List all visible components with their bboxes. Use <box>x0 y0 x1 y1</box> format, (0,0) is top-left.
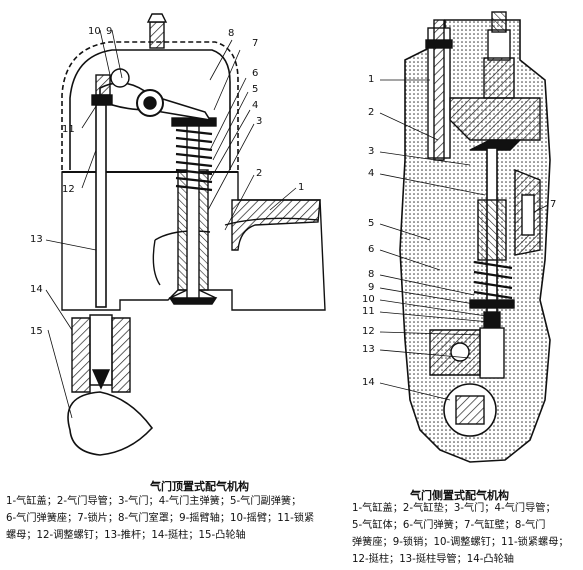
left-label-4: 4 <box>252 100 258 111</box>
right-label-7: 7 <box>550 199 556 210</box>
valve-chamber-cover <box>61 41 239 170</box>
right-label-14: 14 <box>362 377 375 388</box>
right-legend-line: 1-气缸盖；2-气缸垫；3-气门；4-气门导管； <box>352 503 556 514</box>
left-label-9: 9 <box>106 26 112 37</box>
left-label-15: 15 <box>30 326 43 337</box>
push-rod <box>95 104 107 308</box>
right-part-labels: 1 2 3 4 5 6 8 9 10 11 12 13 14 7 <box>362 74 556 388</box>
side-tappet <box>479 327 505 379</box>
left-label-13: 13 <box>30 234 43 245</box>
right-label-6: 6 <box>368 244 374 255</box>
valve-springs <box>171 117 217 192</box>
right-legend-line: 5-气缸体；6-气门弹簧；7-气缸壁；8-气门 <box>352 520 546 531</box>
right-diagram <box>379 11 551 463</box>
left-label-2: 2 <box>256 168 262 179</box>
right-label-12: 12 <box>362 326 375 337</box>
left-diagram-title: 气门顶置式配气机构 <box>150 480 249 493</box>
left-label-3: 3 <box>256 116 262 127</box>
right-label-2: 2 <box>368 107 374 118</box>
left-diagram-legend: 1-气缸盖；2-气门导管；3-气门；4-气门主弹簧；5-气门副弹簧； 6-气门弹… <box>6 493 331 544</box>
right-legend-line: 弹簧座；9-锁销；10-调整螺钉；11-锁紧螺母； <box>352 537 569 548</box>
left-diagram <box>45 13 326 456</box>
right-label-9: 9 <box>368 282 374 293</box>
right-label-11: 11 <box>362 306 375 317</box>
right-label-13: 13 <box>362 344 375 355</box>
left-legend-line: 1-气缸盖；2-气门导管；3-气门；4-气门主弹簧；5-气门副弹簧； <box>6 496 302 507</box>
left-part-labels: 10 9 11 12 13 14 15 8 7 6 5 4 3 2 1 <box>30 26 304 337</box>
left-label-8: 8 <box>228 28 234 39</box>
right-label-3: 3 <box>368 146 374 157</box>
right-diagram-legend: 1-气缸盖；2-气缸垫；3-气门；4-气门导管； 5-气缸体；6-气门弹簧；7-… <box>352 500 582 568</box>
left-label-5: 5 <box>252 84 258 95</box>
left-label-10: 10 <box>88 26 101 37</box>
left-label-6: 6 <box>252 68 258 79</box>
right-label-4: 4 <box>368 168 374 179</box>
right-diagram-title: 气门侧置式配气机构 <box>410 489 509 502</box>
left-label-7: 7 <box>252 38 258 49</box>
camshaft-cam <box>67 391 154 456</box>
right-legend-line: 12-挺柱；13-挺柱导管；14-凸轮轴 <box>352 554 514 565</box>
right-label-8: 8 <box>368 269 374 280</box>
left-legend-line: 螺母；12-调整螺钉；13-推杆；14-挺柱；15-凸轮轴 <box>6 530 246 541</box>
left-label-11: 11 <box>62 124 75 135</box>
right-label-1: 1 <box>368 74 374 85</box>
left-label-1: 1 <box>298 182 304 193</box>
left-label-14: 14 <box>30 284 43 295</box>
side-valve-spring <box>473 260 513 300</box>
left-label-12: 12 <box>62 184 75 195</box>
left-legend-line: 6-气门弹簧座；7-锁片；8-气门室罩；9-摇臂轴；10-摇臂；11-锁紧 <box>6 513 315 524</box>
valve-head <box>168 297 218 305</box>
right-label-5: 5 <box>368 218 374 229</box>
spark-plug <box>487 29 511 61</box>
right-label-10: 10 <box>362 294 375 305</box>
